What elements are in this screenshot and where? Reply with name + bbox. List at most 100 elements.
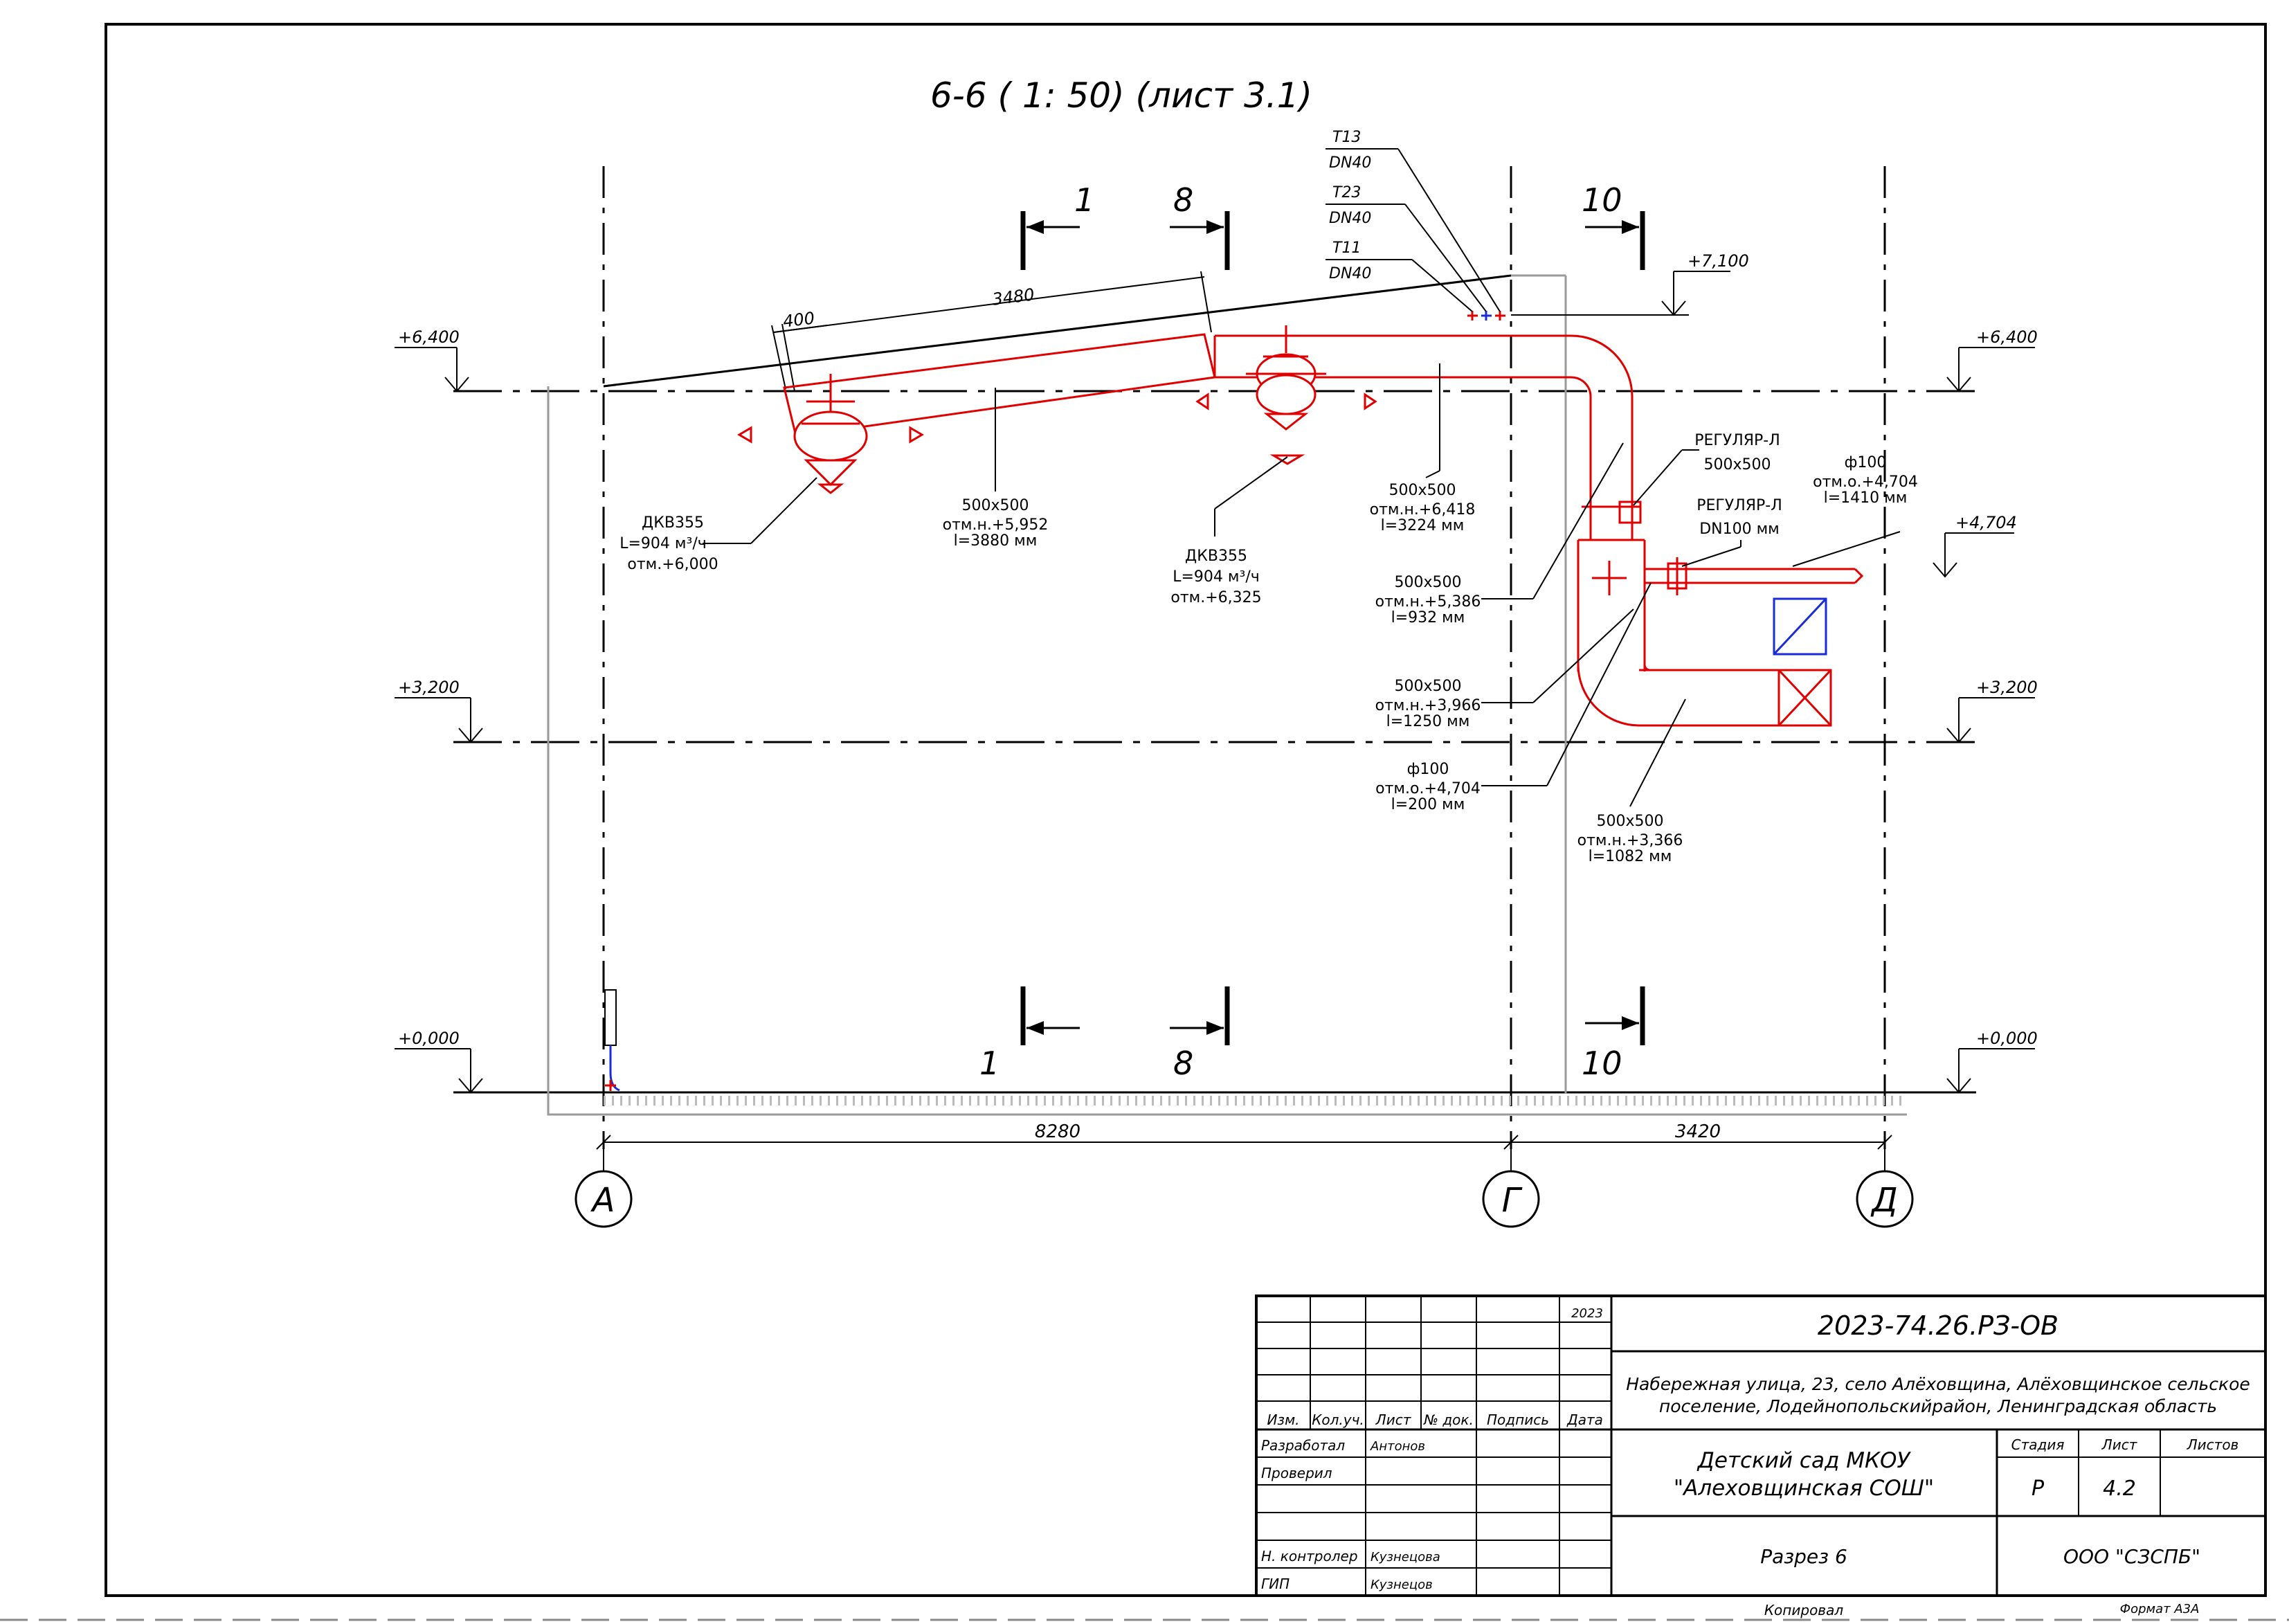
svg-text:l=3224 мм: l=3224 мм bbox=[1381, 517, 1465, 534]
callout-dkv2: ДКВ355 L=904 м³/ч отм.+6,325 bbox=[1170, 456, 1288, 606]
callout-duct5: ф100 отм.о.+4,704 l=200 мм bbox=[1375, 582, 1652, 813]
title-sheet-name: Разрез 6 bbox=[1760, 1545, 1847, 1568]
svg-text:l=1410 мм: l=1410 мм bbox=[1824, 489, 1908, 507]
title-company: ООО "СЗСПБ" bbox=[2063, 1545, 2200, 1568]
title-header-labels: Стадия Лист Листов bbox=[1997, 1433, 2265, 1457]
section-mark-1-top: 1 bbox=[1020, 181, 1094, 270]
duct-vertical bbox=[1577, 397, 1646, 671]
svg-text:Т13: Т13 bbox=[1332, 129, 1361, 146]
svg-text:отм.+6,325: отм.+6,325 bbox=[1170, 589, 1261, 606]
svg-text:отм.о.+4,704: отм.о.+4,704 bbox=[1375, 780, 1481, 797]
roof-line bbox=[603, 274, 1512, 388]
svg-text:l=1250 мм: l=1250 мм bbox=[1386, 713, 1470, 730]
svg-text:l=1082 мм: l=1082 мм bbox=[1589, 848, 1672, 865]
title-person-gip: Кузнецов bbox=[1370, 1578, 1433, 1592]
svg-text:8280: 8280 bbox=[1035, 1121, 1080, 1142]
title-role-gip: ГИП bbox=[1261, 1576, 1290, 1592]
svg-text:Д: Д bbox=[1870, 1181, 1898, 1220]
floor-device bbox=[604, 989, 620, 1092]
callout-duct2: 500x500 отм.н.+6,418 l=3224 мм bbox=[1370, 363, 1476, 534]
equipment-box bbox=[1773, 597, 1827, 656]
title-header-kol: Кол.уч. bbox=[1312, 1411, 1364, 1428]
title-object-2: "Алеховщинская СОШ" bbox=[1674, 1476, 1934, 1501]
svg-text:+6,400: +6,400 bbox=[398, 327, 460, 347]
svg-text:l=200 мм: l=200 мм bbox=[1391, 796, 1465, 813]
svg-text:+0,000: +0,000 bbox=[1976, 1029, 2038, 1048]
axis-bubble-a: А bbox=[574, 1149, 633, 1228]
level-marker-right-0000: +0,000 bbox=[1946, 1029, 2038, 1094]
svg-text:отм.н.+6,418: отм.н.+6,418 bbox=[1370, 501, 1476, 518]
pipe-label-t11: Т11 DN40 bbox=[1326, 240, 1473, 312]
diffuser-dkv355-2 bbox=[1195, 325, 1377, 465]
svg-text:1: 1 bbox=[979, 1045, 999, 1082]
svg-text:отм.н.+3,966: отм.н.+3,966 bbox=[1375, 697, 1481, 714]
title-object-1: Детский сад МКОУ bbox=[1697, 1448, 1912, 1473]
level-marker-7100: +7,100 bbox=[1511, 251, 1749, 316]
title-sheet-label-cell: Лист bbox=[2101, 1436, 2137, 1453]
dimension-400: 400 bbox=[773, 308, 828, 392]
title-year: 2023 bbox=[1571, 1306, 1603, 1321]
title-role-nkontr: Н. контролер bbox=[1261, 1548, 1358, 1564]
title-stage-label-cell: Стадия bbox=[2011, 1436, 2065, 1453]
svg-text:РЕГУЛЯР-Л: РЕГУЛЯР-Л bbox=[1694, 432, 1780, 449]
axis-bubble-g: Г bbox=[1482, 1149, 1540, 1228]
svg-text:500x500: 500x500 bbox=[961, 497, 1029, 514]
svg-text:l=3880 мм: l=3880 мм bbox=[954, 532, 1038, 550]
callout-duct3: 500x500 отм.н.+5,386 l=932 мм bbox=[1375, 442, 1624, 626]
svg-text:+4,704: +4,704 bbox=[1955, 513, 2017, 532]
section-mark-1-bottom: 1 bbox=[979, 986, 1080, 1082]
svg-text:+3,200: +3,200 bbox=[398, 678, 460, 697]
title-code: 2023-74.26.РЗ-ОВ bbox=[1818, 1310, 2059, 1341]
svg-text:РЕГУЛЯР-Л: РЕГУЛЯР-Л bbox=[1697, 497, 1782, 514]
svg-text:Г: Г bbox=[1502, 1181, 1523, 1220]
sheet-frame bbox=[105, 23, 2267, 1597]
callout-duct7: ф100 отм.о.+4,704 l=1410 мм bbox=[1792, 454, 1918, 567]
svg-text:l=932 мм: l=932 мм bbox=[1391, 609, 1465, 626]
svg-text:500x500: 500x500 bbox=[1703, 456, 1771, 473]
section-mark-10-bottom: 10 bbox=[1582, 986, 1645, 1082]
section-mark-10-top: 10 bbox=[1582, 181, 1645, 270]
callout-duct1: 500x500 отм.н.+5,952 l=3880 мм bbox=[943, 388, 1048, 550]
svg-text:Т11: Т11 bbox=[1332, 240, 1361, 257]
svg-text:DN40: DN40 bbox=[1329, 265, 1371, 282]
svg-text:ф100: ф100 bbox=[1845, 454, 1887, 471]
title-person-razrab: Антонов bbox=[1370, 1439, 1425, 1454]
callout-regulyar-500: РЕГУЛЯР-Л 500x500 bbox=[1633, 432, 1780, 506]
svg-text:DN40: DN40 bbox=[1329, 154, 1371, 172]
svg-text:отм.+6,000: отм.+6,000 bbox=[627, 556, 718, 573]
svg-text:3480: 3480 bbox=[991, 285, 1035, 309]
duct-elbow-top bbox=[1571, 334, 1634, 397]
duct-lower bbox=[1639, 669, 1831, 727]
level-marker-left-6400: +6,400 bbox=[395, 327, 469, 393]
dimension-8280: 8280 bbox=[596, 1121, 1892, 1150]
title-header-data: Дата bbox=[1566, 1411, 1603, 1428]
title-kopiroval: Копировал bbox=[1764, 1602, 1843, 1618]
svg-text:Т23: Т23 bbox=[1332, 184, 1361, 201]
callout-duct4: 500x500 отм.н.+3,966 l=1250 мм bbox=[1375, 608, 1634, 730]
svg-text:+3,200: +3,200 bbox=[1976, 678, 2038, 697]
svg-text:500x500: 500x500 bbox=[1394, 678, 1461, 695]
title-stage-value: Р bbox=[2032, 1477, 2045, 1501]
title-format: Формат А3А bbox=[2120, 1602, 2200, 1616]
svg-text:8: 8 bbox=[1173, 1045, 1193, 1082]
title-person-nkontr: Кузнецова bbox=[1370, 1550, 1440, 1564]
duct-elbow-bottom bbox=[1577, 664, 1651, 727]
level-marker-right-3200: +3,200 bbox=[1946, 678, 2038, 743]
diffuser-dkv355-1 bbox=[737, 374, 924, 494]
title-header-ndoc: № док. bbox=[1423, 1411, 1474, 1428]
title-header-list: Лист bbox=[1375, 1411, 1412, 1428]
title-header-izm: Изм. bbox=[1267, 1411, 1299, 1428]
section-mark-8-bottom: 8 bbox=[1170, 986, 1230, 1082]
title-address-1: Набережная улица, 23, село Алёховщина, А… bbox=[1626, 1374, 2250, 1394]
pipe-label-t23: Т23 DN40 bbox=[1326, 184, 1487, 312]
svg-text:ДКВ355: ДКВ355 bbox=[642, 514, 704, 532]
svg-text:+6,400: +6,400 bbox=[1976, 327, 2038, 347]
title-role-proveril: Проверил bbox=[1261, 1465, 1332, 1481]
svg-text:L=904 м³/ч: L=904 м³/ч bbox=[619, 535, 707, 552]
level-marker-4704: +4,704 bbox=[1933, 513, 2017, 578]
grille-lower bbox=[1777, 669, 1832, 727]
level-marker-left-0000: +0,000 bbox=[395, 1029, 483, 1094]
svg-text:отм.о.+4,704: отм.о.+4,704 bbox=[1813, 473, 1918, 491]
callout-dkv1: ДКВ355 L=904 м³/ч отм.+6,000 bbox=[619, 477, 817, 573]
